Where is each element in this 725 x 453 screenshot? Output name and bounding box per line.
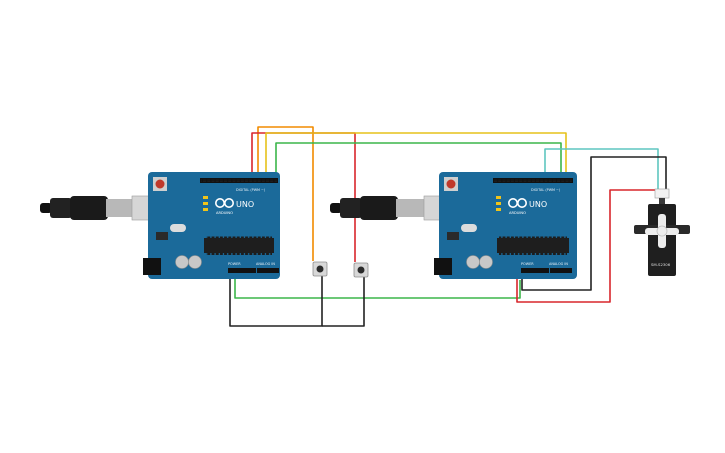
reset-button[interactable] (446, 179, 456, 189)
servo-motor[interactable]: SM-S2306 (634, 188, 690, 276)
wire-yellow[interactable] (265, 132, 567, 180)
analog-header-label: ANALOG IN (549, 262, 568, 266)
wire-teal-servo[interactable] (544, 148, 659, 190)
board-model: UNO (236, 200, 254, 209)
wire-black-servo[interactable] (521, 156, 667, 291)
wire-black-buttons[interactable] (229, 270, 323, 327)
board-brand: ARDUINO (216, 211, 233, 215)
board-brand: ARDUINO (509, 211, 526, 215)
servo-horn-icon (645, 214, 679, 248)
wire-green-top[interactable] (275, 142, 562, 180)
board-model: UNO (529, 200, 547, 209)
power-jack[interactable] (434, 258, 452, 275)
analog-header-label: ANALOG IN (256, 262, 275, 266)
power-header (228, 268, 256, 273)
servo-label: SM-S2306 (651, 262, 671, 267)
digital-header-label: DIGITAL (PWM ~) (236, 188, 266, 192)
pushbutton-left[interactable] (312, 261, 328, 277)
power-header (521, 268, 549, 273)
usb-cable-right[interactable] (330, 195, 459, 221)
pushbutton-right[interactable] (353, 262, 369, 278)
wire-black-buttons-2[interactable] (322, 271, 365, 327)
usb-cable-left[interactable] (40, 195, 167, 221)
atmega-chip (204, 238, 274, 253)
arduino-left[interactable]: DIGITAL (PWM ~) UNO ARDUINO POWER ANALOG… (143, 172, 280, 279)
arduino-logo-icon (215, 197, 235, 208)
wire-orange[interactable] (257, 126, 314, 261)
power-header-label: POWER (228, 262, 241, 266)
analog-header (257, 268, 279, 273)
wire-green-bottom[interactable] (234, 277, 521, 299)
wires (229, 126, 667, 327)
analog-header (550, 268, 572, 273)
reset-button[interactable] (155, 179, 165, 189)
power-header-label: POWER (521, 262, 534, 266)
digital-header-label: DIGITAL (PWM ~) (531, 188, 561, 192)
wire-red-servo[interactable] (516, 189, 662, 303)
arduino-logo-icon (508, 197, 528, 208)
arduino-right[interactable]: DIGITAL (PWM ~) UNO ARDUINO POWER ANALOG… (434, 172, 577, 279)
power-jack[interactable] (143, 258, 161, 275)
atmega-chip (497, 238, 569, 253)
